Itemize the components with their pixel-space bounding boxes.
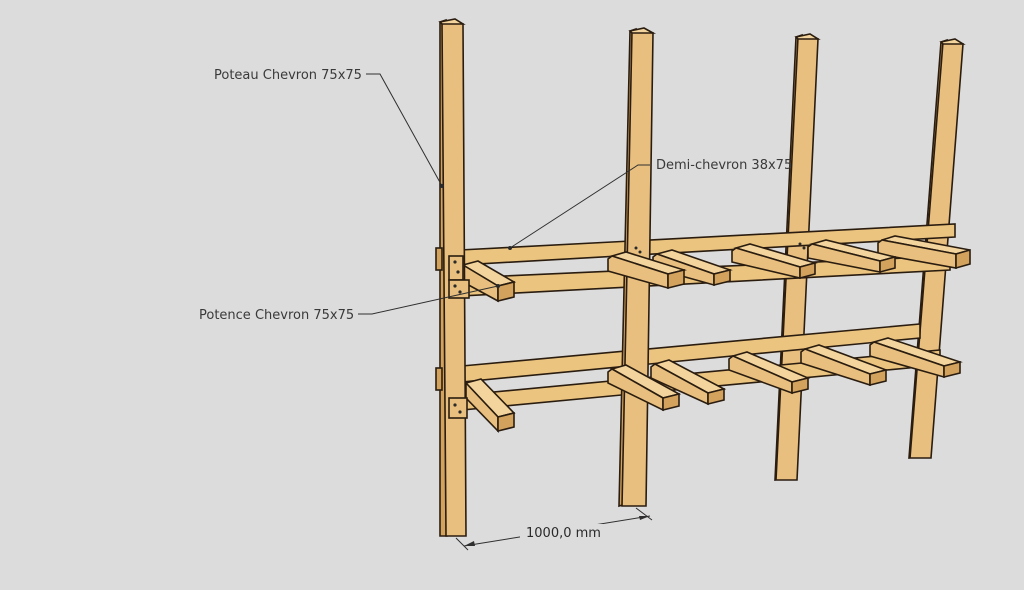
bracket-label: Potence Chevron 75x75 (199, 308, 354, 323)
lower-brackets (464, 337, 963, 433)
dimension-label: 1000,0 mm (526, 526, 601, 541)
bracket-plates (448, 242, 806, 419)
upper-brackets (460, 235, 971, 303)
post-label-group: Poteau Chevron 75x75 (214, 68, 444, 188)
bracket-label-group: Potence Chevron 75x75 (199, 284, 500, 323)
half-rafter-label: Demi-chevron 38x75 (656, 158, 792, 173)
dimension-group: 1000,0 mm (455, 507, 653, 551)
half-rafter-label-group: Demi-chevron 38x75 (508, 158, 792, 250)
post-label: Poteau Chevron 75x75 (214, 68, 362, 83)
